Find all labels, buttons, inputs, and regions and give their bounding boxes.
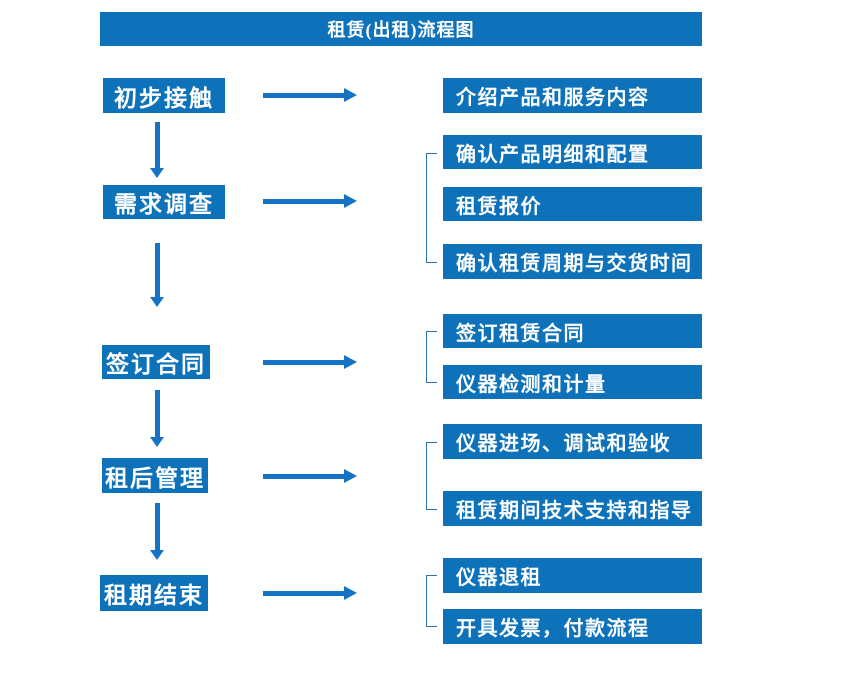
right-arrow-icon [263, 194, 357, 208]
flowchart-title: 租赁(出租)流程图 [100, 12, 702, 46]
arrow-head [344, 194, 357, 208]
arrow-head [150, 168, 164, 178]
group-bracket-post-rental [426, 442, 437, 510]
step-box-initial-contact: 初步接触 [103, 78, 225, 113]
arrow-shaft [155, 390, 160, 437]
down-arrow-icon [150, 243, 164, 307]
arrow-shaft [263, 199, 345, 204]
group-bracket-demand-survey [426, 153, 437, 263]
down-arrow-icon [150, 390, 164, 447]
arrow-shaft [155, 243, 160, 297]
right-arrow-icon [263, 355, 357, 369]
detail-box-tech-support: 租赁期间技术支持和指导 [443, 491, 702, 526]
arrow-head [150, 297, 164, 307]
detail-box-instrument-return: 仪器退租 [443, 558, 702, 593]
arrow-shaft [263, 360, 345, 365]
arrow-head [344, 355, 357, 369]
group-bracket-sign-contract [426, 331, 437, 383]
arrow-shaft [263, 474, 345, 479]
detail-box-instrument-setup-acceptance: 仪器进场、调试和验收 [443, 424, 702, 459]
down-arrow-icon [150, 122, 164, 178]
detail-box-instrument-testing: 仪器检测和计量 [443, 365, 702, 399]
detail-box-confirm-period-delivery: 确认租赁周期与交货时间 [443, 244, 702, 279]
arrow-shaft [155, 122, 160, 168]
detail-box-sign-rental-contract: 签订租赁合同 [443, 314, 702, 348]
arrow-shaft [263, 591, 345, 596]
arrow-shaft [263, 93, 345, 98]
detail-box-invoice-payment: 开具发票，付款流程 [443, 609, 702, 644]
step-box-demand-survey: 需求调查 [103, 185, 225, 219]
arrow-head [344, 88, 357, 102]
step-box-rental-end: 租期结束 [100, 575, 208, 611]
group-bracket-rental-end [426, 575, 437, 627]
arrow-head [150, 437, 164, 447]
step-box-sign-contract: 签订合同 [102, 345, 210, 379]
step-box-post-rental-management: 租后管理 [102, 458, 208, 493]
detail-box-confirm-product-config: 确认产品明细和配置 [443, 135, 702, 169]
arrow-head [344, 586, 357, 600]
arrow-shaft [155, 503, 160, 550]
detail-box-introduce-products: 介绍产品和服务内容 [443, 78, 702, 113]
right-arrow-icon [263, 586, 357, 600]
arrow-head [344, 469, 357, 483]
arrow-head [150, 550, 164, 560]
down-arrow-icon [150, 503, 164, 560]
detail-box-rental-quote: 租赁报价 [443, 187, 702, 221]
right-arrow-icon [263, 88, 357, 102]
right-arrow-icon [263, 469, 357, 483]
